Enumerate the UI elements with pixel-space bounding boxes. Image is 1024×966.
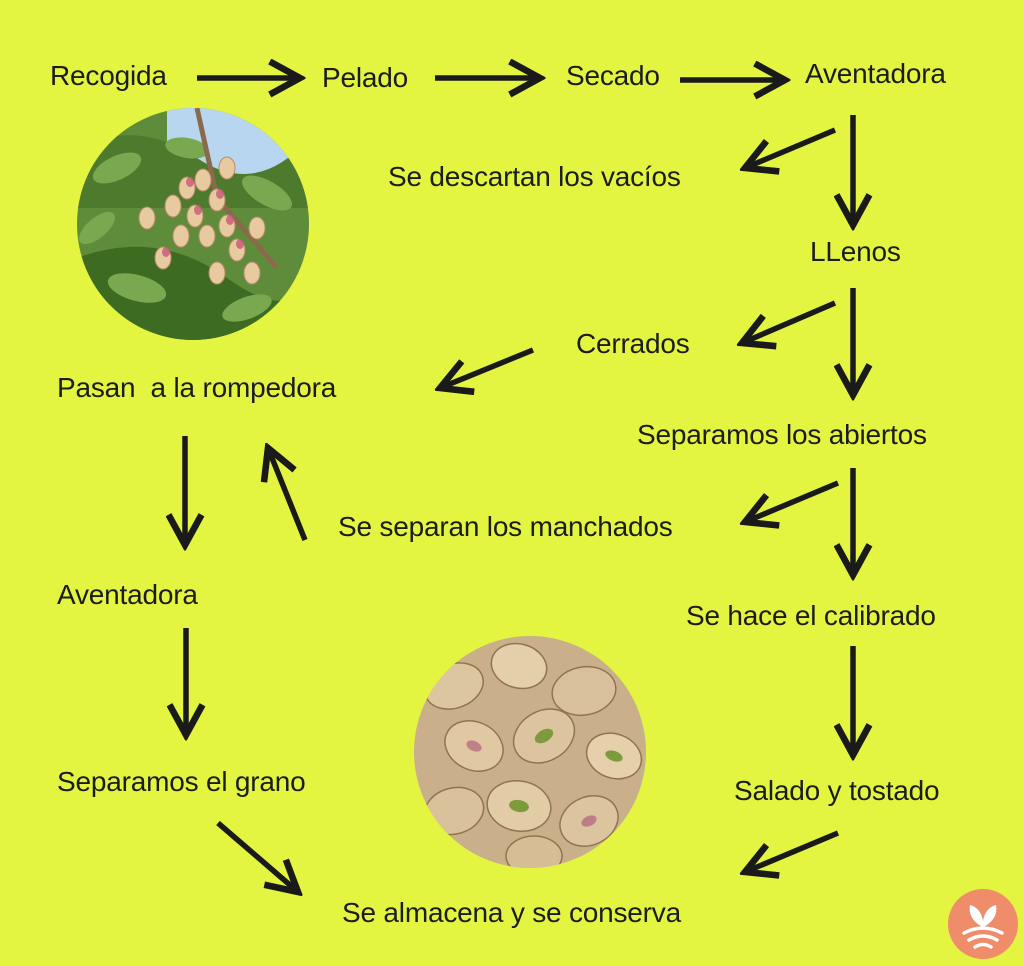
step-cerrados: Cerrados xyxy=(576,328,690,359)
step-aventadora-1: Aventadora xyxy=(805,58,946,89)
step-calibrado: Se hace el calibrado xyxy=(686,600,936,631)
arrow-llenos-cerrados xyxy=(742,300,837,343)
brand-logo xyxy=(948,889,1018,959)
step-abiertos: Separamos los abiertos xyxy=(637,419,927,450)
step-salado-tostado: Salado y tostado xyxy=(734,775,940,806)
arrow-abiertos-manchados xyxy=(745,480,840,522)
step-grano: Separamos el grano xyxy=(57,766,306,797)
step-llenos: LLenos xyxy=(810,236,901,267)
arrow-manchados-rompedora xyxy=(268,448,308,542)
arrow-cerrados-rompedora xyxy=(440,347,535,388)
arrow-salado-almacena xyxy=(745,830,840,872)
arrow-aventadora-descartan xyxy=(745,127,837,168)
step-aventadora-2: Aventadora xyxy=(57,579,198,610)
step-secado: Secado xyxy=(566,60,660,91)
step-almacena: Se almacena y se conserva xyxy=(342,897,681,928)
arrow-grano-almacena xyxy=(216,820,298,892)
roasted-pistachios-photo xyxy=(414,636,646,868)
step-descartan-vacios: Se descartan los vacíos xyxy=(388,161,681,192)
step-manchados: Se separan los manchados xyxy=(338,511,673,542)
step-rompedora: Pasan a la rompedora xyxy=(57,372,337,403)
pistachio-tree-photo xyxy=(77,108,309,340)
step-recogida: Recogida xyxy=(50,60,167,91)
step-pelado: Pelado xyxy=(322,62,408,93)
